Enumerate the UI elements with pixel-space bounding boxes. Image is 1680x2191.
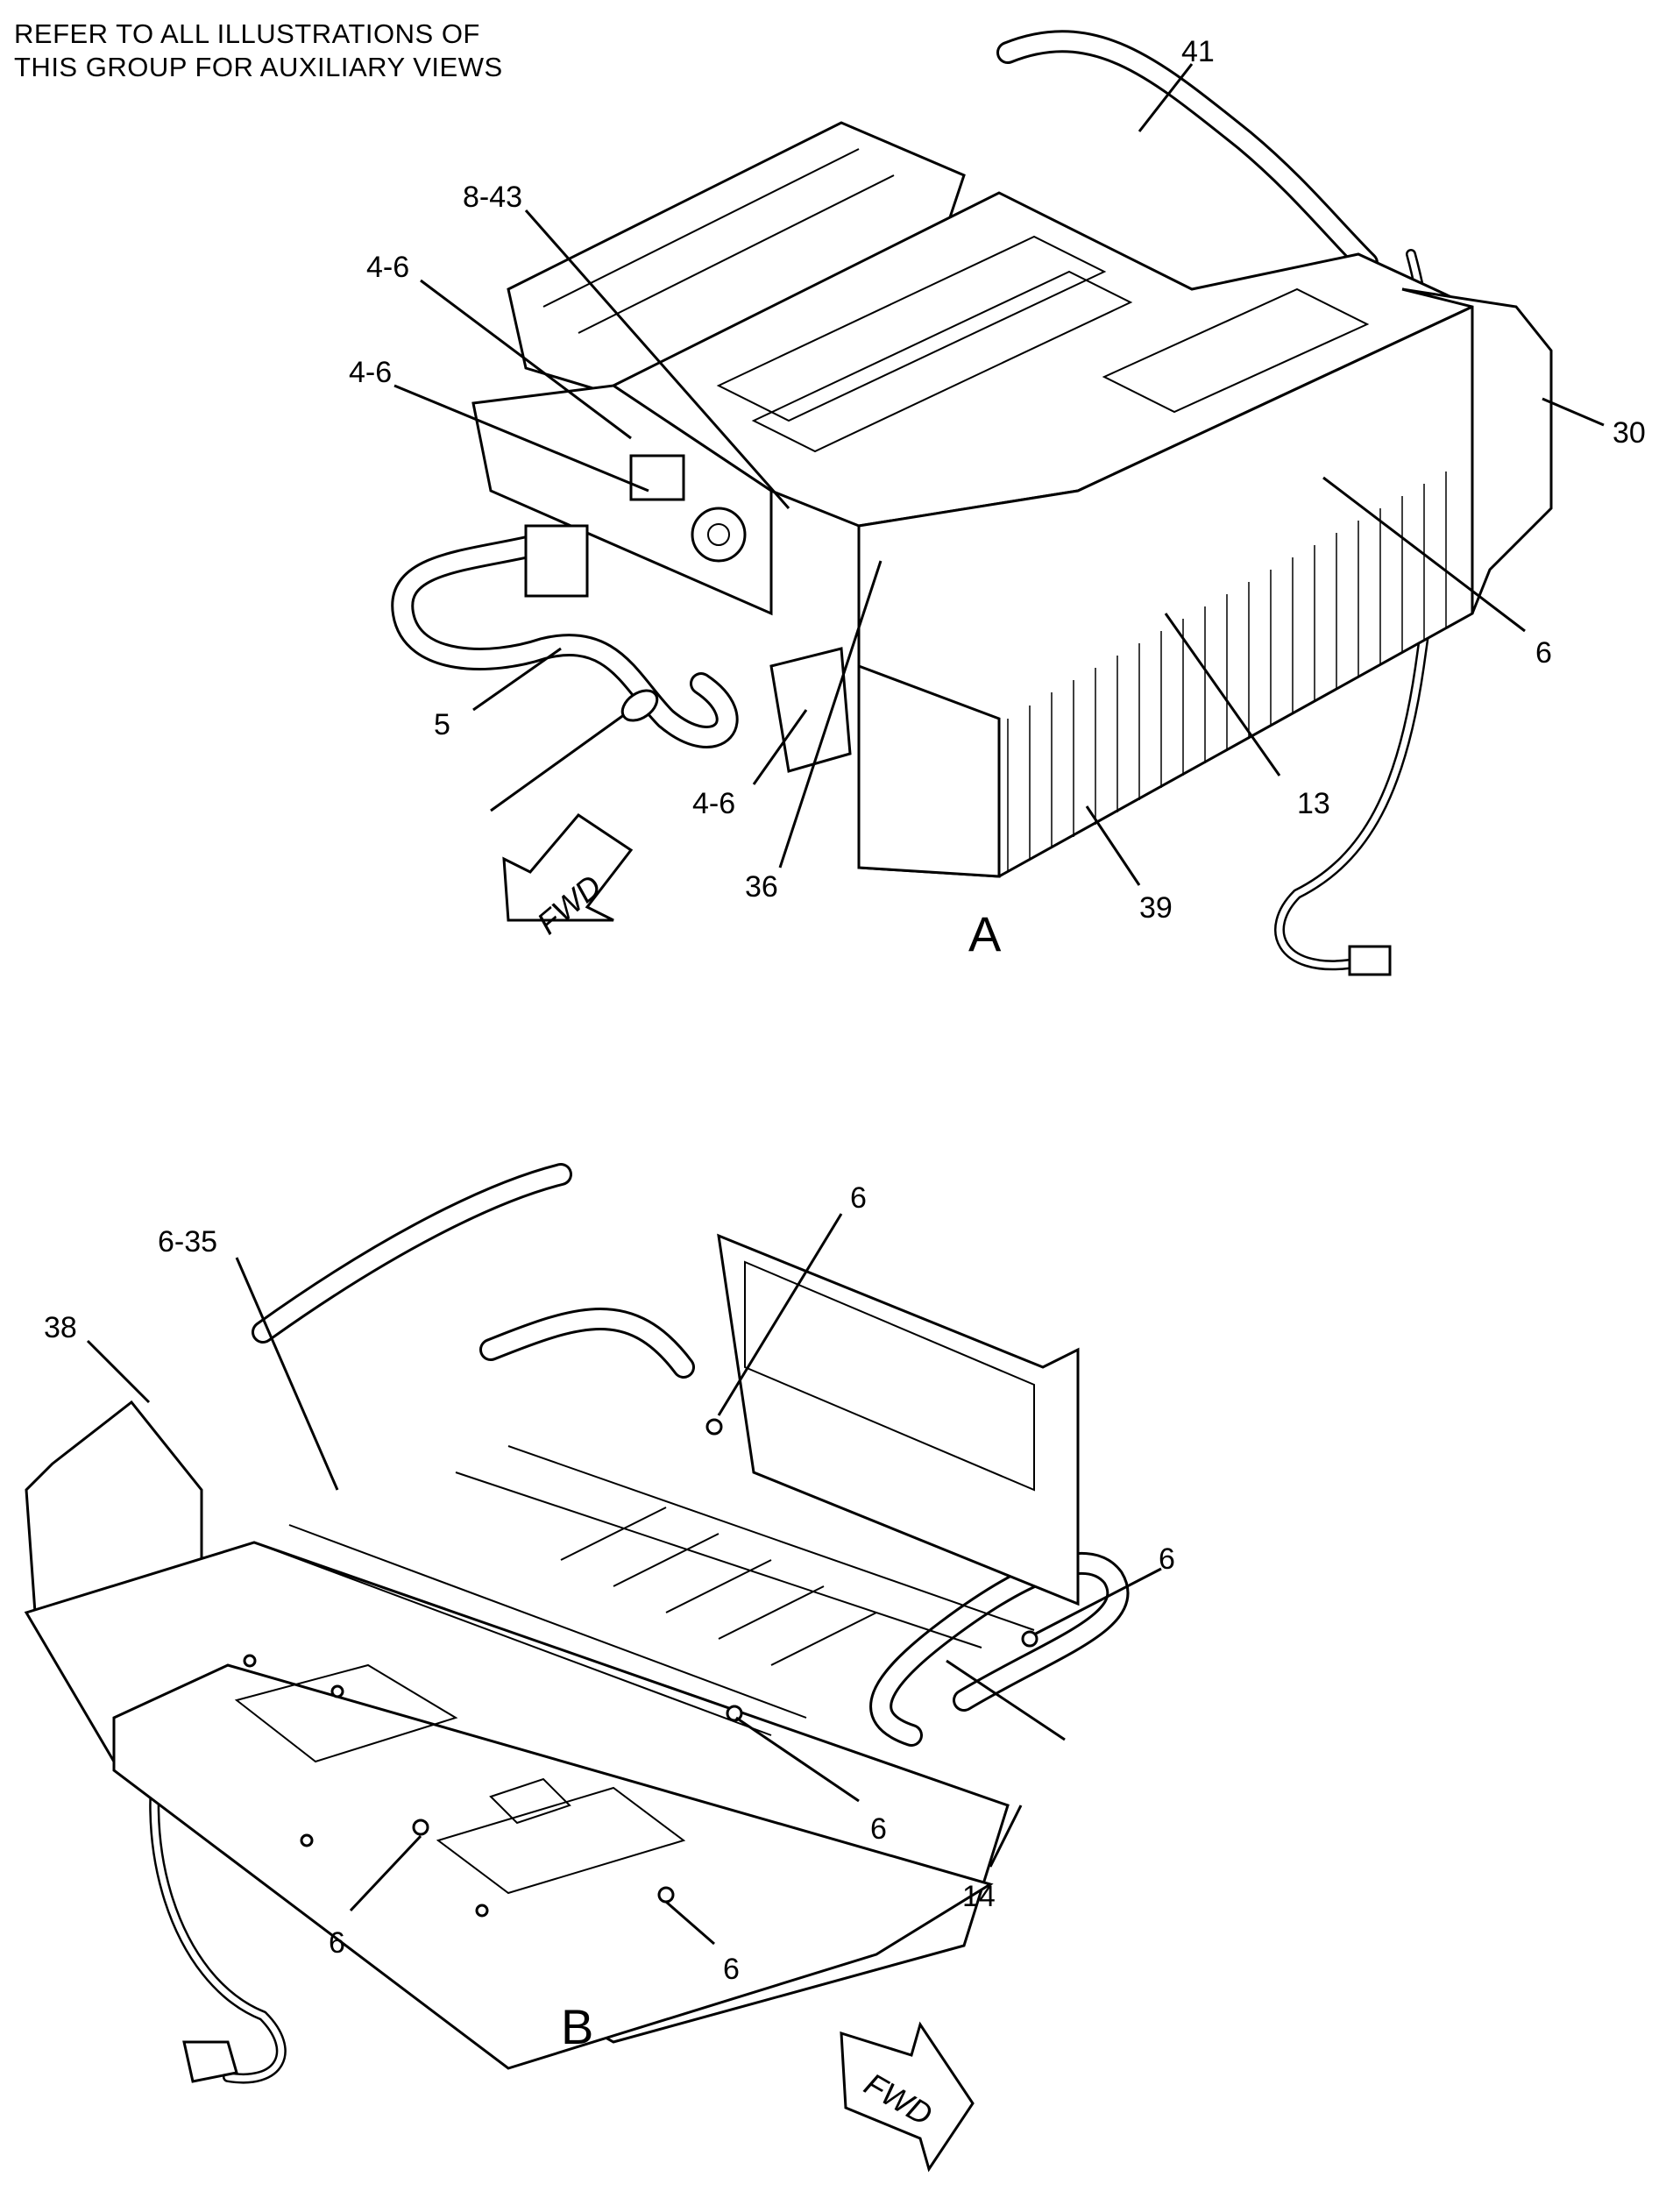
leader-a-36: [778, 560, 883, 869]
view-a-title: A: [968, 906, 1002, 961]
view-b-callouts: 6 6-35 38 6 6 6 6 14: [44, 1181, 1175, 1986]
bolt-heads: [243, 1418, 1038, 1918]
relay: [629, 454, 685, 501]
rear-frame: [717, 1233, 1080, 1606]
core-fins: [1007, 472, 1447, 872]
connector-block-left: [524, 524, 589, 598]
leader-b-6-35: [235, 1257, 339, 1491]
leader-a-4-6-middle: [393, 384, 649, 493]
callout-a-41: 41: [1181, 35, 1215, 68]
callout-b-6-bottom-center: 6: [723, 1953, 740, 1986]
leader-a-13: [1164, 613, 1281, 776]
leader-b-6-top: [717, 1213, 843, 1416]
leader-b-6-right: [1033, 1567, 1162, 1636]
callout-b-6-35: 6-35: [158, 1225, 217, 1259]
leader-a-6: [1322, 476, 1526, 633]
leader-a-30: [1542, 397, 1605, 427]
leader-a-4-6-upper: [420, 279, 632, 440]
callout-a-4-6-lower: 4-6: [692, 787, 735, 820]
view-a-drawing: [391, 30, 1553, 976]
reference-note-line-2: THIS GROUP FOR AUXILIARY VIEWS: [14, 52, 503, 82]
leader-a-8-43: [524, 209, 790, 509]
reference-note-line-1: REFER TO ALL ILLUSTRATIONS OF: [14, 18, 480, 49]
leader-b-6-bottom-left: [349, 1834, 422, 1912]
bracket-lower: [769, 647, 852, 773]
leader-a-4-6-lower: [752, 709, 808, 785]
reference-note: REFER TO ALL ILLUSTRATIONS OF THIS GROUP…: [14, 18, 503, 84]
callout-a-13: 13: [1297, 787, 1330, 820]
callout-b-6-bottom-left: 6: [329, 1926, 345, 1960]
access-panel-2: [436, 1786, 686, 1895]
view-b-drawing: [24, 1163, 1130, 2084]
fwd-arrow-b: FWD: [840, 2021, 975, 2173]
leader-b-6-center: [735, 1716, 860, 1803]
leader-b-14: [989, 1805, 1023, 1868]
callout-a-30: 30: [1613, 416, 1646, 450]
callout-a-8-43: 8-43: [463, 181, 522, 214]
housing-right: [1401, 287, 1553, 614]
leader-a-41: [1138, 63, 1194, 132]
leader-a-5: [472, 647, 562, 712]
callout-a-39: 39: [1139, 891, 1173, 925]
callout-b-38: 38: [44, 1311, 77, 1344]
connector-right: [1348, 945, 1392, 976]
callout-b-6-top: 6: [850, 1181, 867, 1215]
view-b-title: B: [561, 1999, 593, 2054]
end-cap-front: [857, 663, 1001, 878]
connector-b-left: [182, 2040, 238, 2083]
callout-a-4-6-middle: 4-6: [349, 356, 392, 389]
sensor-probe: [490, 708, 632, 812]
tube-14: [946, 1659, 1066, 1741]
leader-b-38: [86, 1339, 151, 1404]
callout-b-6-center: 6: [870, 1812, 887, 1846]
square-opening: [489, 1777, 571, 1825]
actuator: [691, 507, 747, 563]
end-block-left: [471, 384, 773, 616]
callout-b-6-right: 6: [1159, 1542, 1175, 1576]
leader-a-39: [1085, 805, 1141, 886]
access-panel-1: [234, 1663, 458, 1763]
view-a-callouts: 41 8-43 4-6 4-6 30 6 5 4-6 13 36 39: [349, 35, 1646, 925]
leader-b-6-bottom-center: [665, 1900, 715, 1946]
bottom-plate: [112, 1663, 994, 2070]
callout-a-5: 5: [434, 708, 450, 741]
callout-a-6: 6: [1535, 636, 1552, 670]
fwd-arrow-a: FWD: [502, 813, 634, 941]
callout-b-14: 14: [962, 1880, 996, 1913]
callout-a-4-6-upper: 4-6: [366, 251, 409, 284]
callout-a-36: 36: [745, 870, 778, 904]
